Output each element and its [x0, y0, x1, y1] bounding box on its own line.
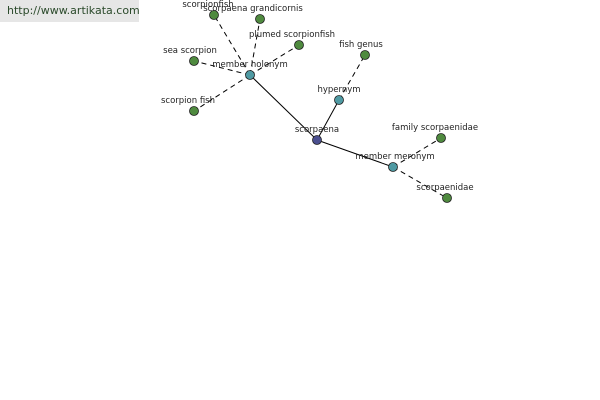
node-plumed-scorpionfish[interactable]	[294, 40, 304, 50]
edge-member-holonym-to-scorpaena-grandicornis	[249, 18, 261, 76]
edge-member-holonym-to-scorpion-fish	[193, 74, 251, 112]
node-scorpion-fish[interactable]	[189, 106, 199, 116]
node-sea-scorpion[interactable]	[189, 56, 199, 66]
node-label-scorpion-fish: scorpion fish	[161, 96, 215, 106]
node-label-member-holonym: member holonym	[212, 60, 287, 70]
labels-layer: scorpaena hypernym fish genus member merony…	[161, 0, 478, 193]
edge-scorpaena-to-member-meronym	[316, 139, 394, 168]
node-label-scorpaenidae: scorpaenidae	[416, 183, 473, 193]
node-label-scorpaena: scorpaena	[295, 125, 339, 135]
node-family-scorpaenidae[interactable]	[436, 133, 446, 143]
edge-member-meronym-to-scorpaenidae	[392, 166, 448, 199]
node-scorpaena-grandicornis[interactable]	[255, 14, 265, 24]
node-label-hypernym: hypernym	[317, 85, 360, 95]
node-member-holonym[interactable]	[245, 70, 255, 80]
node-hypernym[interactable]	[334, 95, 344, 105]
node-label-fish-genus: fish genus	[339, 40, 383, 50]
nodes-layer	[189, 10, 452, 203]
node-label-scorpionfish: scorpionfish	[182, 0, 233, 10]
node-label-member-meronym: member meronym	[355, 152, 434, 162]
node-scorpaena[interactable]	[312, 135, 322, 145]
node-scorpionfish[interactable]	[209, 10, 219, 20]
edge-scorpaena-to-hypernym	[316, 99, 340, 141]
node-label-sea-scorpion: sea scorpion	[163, 46, 217, 56]
edge-scorpaena-to-member-holonym	[249, 74, 318, 141]
node-label-family-scorpaenidae: family scorpaenidae	[392, 123, 478, 133]
node-scorpaenidae[interactable]	[442, 193, 452, 203]
node-label-scorpaena-grandicornis: scorpaena grandicornis	[203, 4, 303, 14]
source-url: http://www.artikata.com	[0, 0, 140, 22]
edge-member-holonym-to-scorpionfish	[213, 14, 251, 76]
edge-member-meronym-to-family-scorpaenidae	[392, 137, 442, 168]
edge-member-holonym-to-sea-scorpion	[193, 60, 251, 76]
node-fish-genus[interactable]	[360, 50, 370, 60]
node-member-meronym[interactable]	[388, 162, 398, 172]
node-label-plumed-scorpionfish: plumed scorpionfish	[249, 30, 335, 40]
edges-layer	[193, 14, 448, 199]
edge-member-holonym-to-plumed-scorpionfish	[249, 44, 300, 76]
